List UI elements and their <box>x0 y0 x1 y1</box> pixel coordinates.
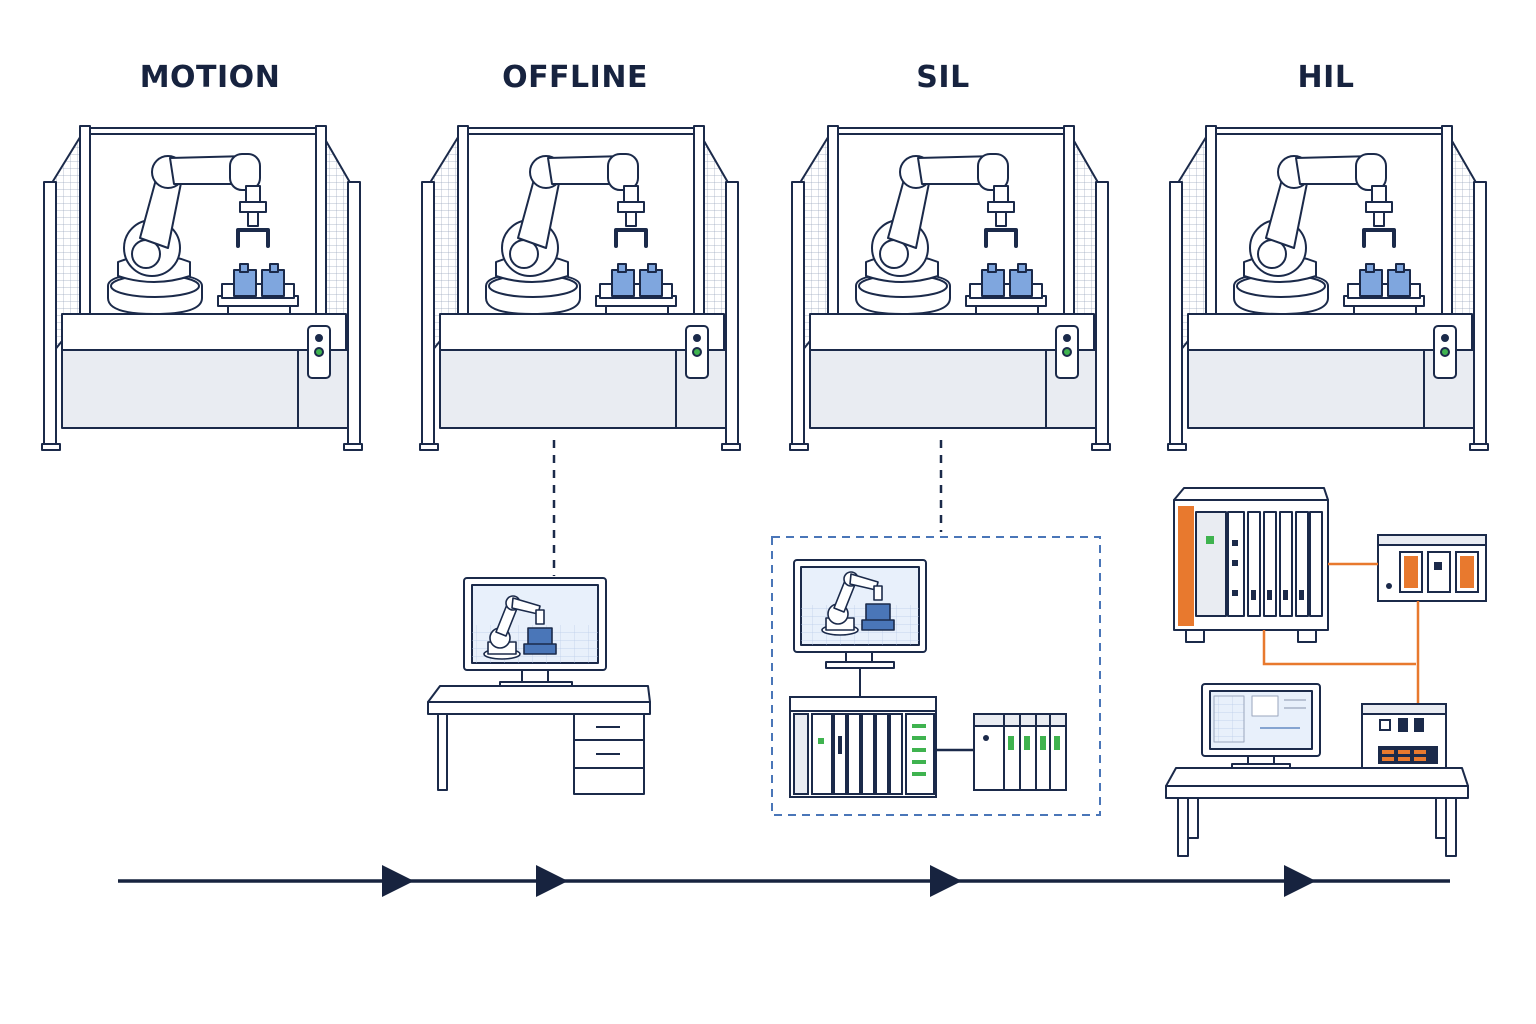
monitor-icon <box>463 577 607 690</box>
robot-cell-icon <box>40 124 364 452</box>
monitor-icon <box>793 559 927 696</box>
io-module-icon <box>973 713 1067 791</box>
hil-controller <box>1361 703 1447 771</box>
timeline-arrow-icon <box>118 865 1450 897</box>
plc-rack-icon <box>789 696 937 798</box>
stage-title-sil: SIL <box>916 60 970 95</box>
desk-icon <box>427 685 651 795</box>
sil-boundary <box>771 536 1101 816</box>
stage-title-offline: OFFLINE <box>502 60 648 95</box>
monitor-icon <box>1201 683 1321 771</box>
robot-cell-icon <box>418 124 742 452</box>
hil-wiring <box>1262 562 1420 704</box>
desk-icon <box>1165 767 1469 857</box>
robot-cell-icon <box>1166 124 1490 452</box>
stage-title-hil: HIL <box>1297 60 1355 95</box>
io-module-icon <box>1377 534 1487 602</box>
stage-title-motion: MOTION <box>139 60 281 95</box>
plc-rack-icon <box>1173 487 1329 643</box>
robot-cell-icon <box>788 124 1112 452</box>
